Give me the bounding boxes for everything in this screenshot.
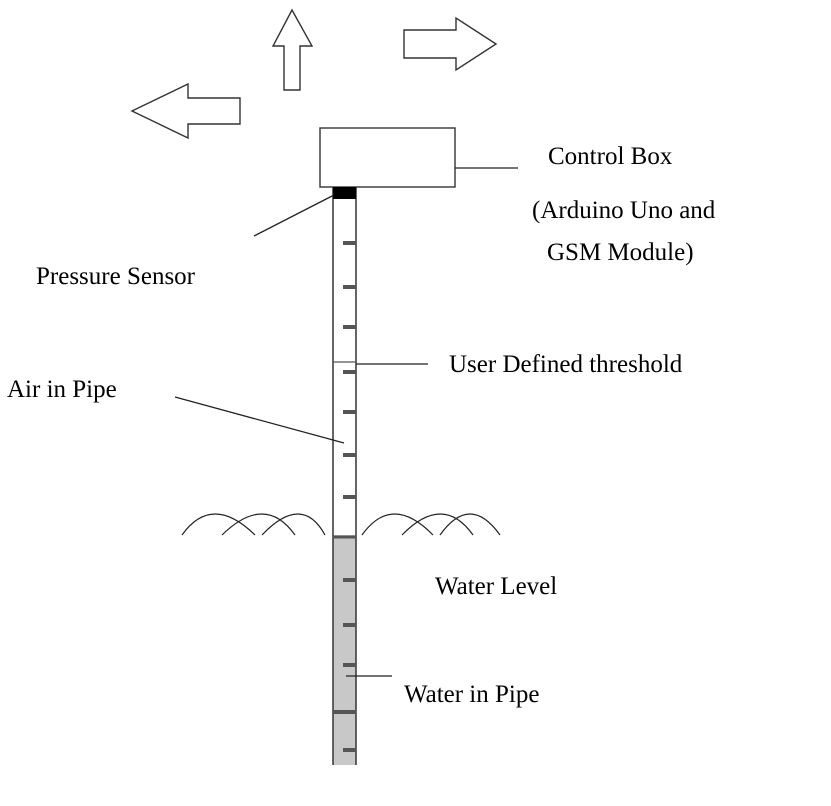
pipe-tick-marks xyxy=(343,241,356,752)
ground-wave-right xyxy=(361,513,501,536)
arrow-up-icon xyxy=(271,8,314,91)
control-box-detail-line-2: GSM Module) xyxy=(547,239,694,266)
pressure-sensor-label: Pressure Sensor xyxy=(36,263,196,290)
pressure-sensor-leader xyxy=(253,194,335,237)
arrow-right-icon xyxy=(403,16,498,72)
air-in-pipe-label: Air in Pipe xyxy=(7,376,117,403)
pressure-sensor xyxy=(333,187,356,199)
water-level-label: Water Level xyxy=(435,573,557,600)
water-in-pipe-fill xyxy=(333,535,356,765)
threshold-label: User Defined threshold xyxy=(449,351,683,378)
control-box-label: Control Box xyxy=(548,143,673,170)
control-box xyxy=(319,127,456,188)
ground-wave-left xyxy=(181,513,326,536)
arrow-left-icon xyxy=(130,82,241,140)
water-in-pipe-label: Water in Pipe xyxy=(404,681,539,708)
air-in-pipe-leader xyxy=(174,396,345,444)
control-box-detail-line-1: (Arduino Uno and xyxy=(532,197,716,224)
